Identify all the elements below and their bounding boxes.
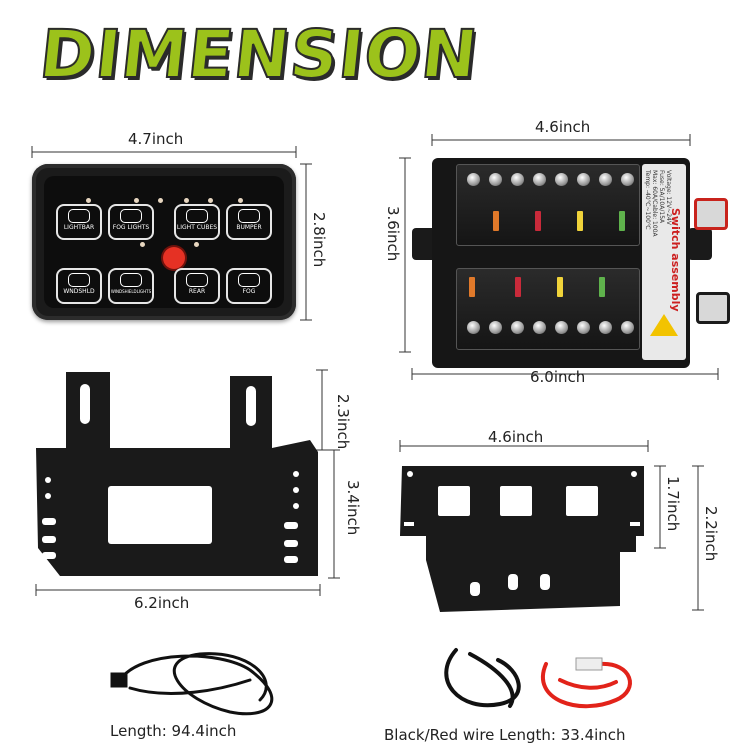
ground-terminal-post — [696, 292, 730, 324]
bracket-b-width-label: 4.6inch — [488, 428, 544, 446]
switch-assembly-label-plate: Voltage: 12V~24V Fuse: 5A/10A/15A Max: 6… — [642, 164, 686, 360]
power-terminal-post — [694, 198, 728, 230]
fuse — [619, 211, 625, 231]
switch-box-bottom-width-label: 6.0inch — [530, 368, 586, 386]
bumper-light-icon — [238, 209, 260, 223]
power-wire-length-label: Black/Red wire Length: 33.4inch — [384, 726, 626, 744]
fuse — [599, 277, 605, 297]
terminal-screw — [555, 321, 568, 334]
terminal-screw — [555, 173, 568, 186]
headlight-icon — [68, 209, 90, 223]
switch-box: Voltage: 12V~24V Fuse: 5A/10A/15A Max: 6… — [432, 158, 690, 368]
indicator-led — [158, 198, 163, 203]
windshield-button[interactable]: WNDSHLD — [56, 268, 102, 304]
lightbar-button[interactable]: LIGHTBAR — [56, 204, 102, 240]
light-cubes-button[interactable]: LIGHT CUBES — [174, 204, 220, 240]
bracket-a-width-label: 6.2inch — [134, 594, 190, 612]
button-label: FOG LIGHTS — [112, 224, 150, 231]
warning-triangle-icon — [650, 314, 678, 336]
button-label: WNDSHLD — [63, 288, 95, 295]
button-label: REAR — [188, 288, 206, 295]
indicator-led — [140, 242, 145, 247]
terminal-screw — [599, 173, 612, 186]
bumper-button[interactable]: BUMPER — [226, 204, 272, 240]
fog-button[interactable]: FOG — [226, 268, 272, 304]
indicator-led — [208, 198, 213, 203]
terminal-screw — [467, 321, 480, 334]
indicator-led — [238, 198, 243, 203]
indicator-led — [134, 198, 139, 203]
terminal-screw — [467, 173, 480, 186]
terminal-screw — [489, 321, 502, 334]
button-label: WINDSHIELDLIGHTS — [110, 289, 152, 294]
fuse — [493, 211, 499, 231]
button-label: LIGHTBAR — [63, 224, 95, 231]
fog-icon — [238, 273, 260, 287]
terminal-screw — [577, 173, 590, 186]
panel-width-label: 4.7inch — [128, 130, 184, 148]
fuse — [557, 277, 563, 297]
terminal-screw — [599, 321, 612, 334]
terminal-screw — [621, 321, 634, 334]
rear-light-icon — [186, 273, 208, 287]
fog-lights-button[interactable]: FOG LIGHTS — [108, 204, 154, 240]
indicator-led — [194, 242, 199, 247]
power-cables — [444, 648, 632, 709]
terminal-screw — [511, 173, 524, 186]
terminal-screw — [621, 173, 634, 186]
terminal-screw — [489, 173, 502, 186]
windshield-bar-icon — [120, 273, 142, 287]
control-panel-face: LIGHTBAR FOG LIGHTS LIGHT CUBES BUMPER W… — [44, 176, 284, 308]
fuse — [535, 211, 541, 231]
fuse — [577, 211, 583, 231]
button-label: FOG — [242, 288, 256, 295]
light-cubes-icon — [186, 209, 208, 223]
terminal-screw — [533, 173, 546, 186]
terminal-screw — [511, 321, 524, 334]
indicator-led — [184, 198, 189, 203]
button-label: LIGHT CUBES — [176, 224, 218, 231]
indicator-led — [86, 198, 91, 203]
fuse — [515, 277, 521, 297]
fuse-relay-tray-bottom — [456, 268, 640, 350]
button-label: BUMPER — [236, 224, 262, 231]
fuse — [469, 277, 475, 297]
windshield-lights-button[interactable]: WINDSHIELDLIGHTS — [108, 268, 154, 304]
control-panel: LIGHTBAR FOG LIGHTS LIGHT CUBES BUMPER W… — [32, 164, 296, 320]
master-power-button[interactable] — [163, 247, 185, 269]
switch-box-top-width-label: 4.6inch — [535, 118, 591, 136]
windshield-light-icon — [68, 273, 90, 287]
rear-button[interactable]: REAR — [174, 268, 220, 304]
harness-length-label: Length: 94.4inch — [110, 722, 237, 740]
mounting-tab — [688, 228, 712, 260]
fuse-relay-tray-top — [456, 164, 640, 246]
terminal-screw — [533, 321, 546, 334]
terminal-screw — [577, 321, 590, 334]
wiring-harness — [110, 652, 274, 716]
fog-lights-icon — [120, 209, 142, 223]
